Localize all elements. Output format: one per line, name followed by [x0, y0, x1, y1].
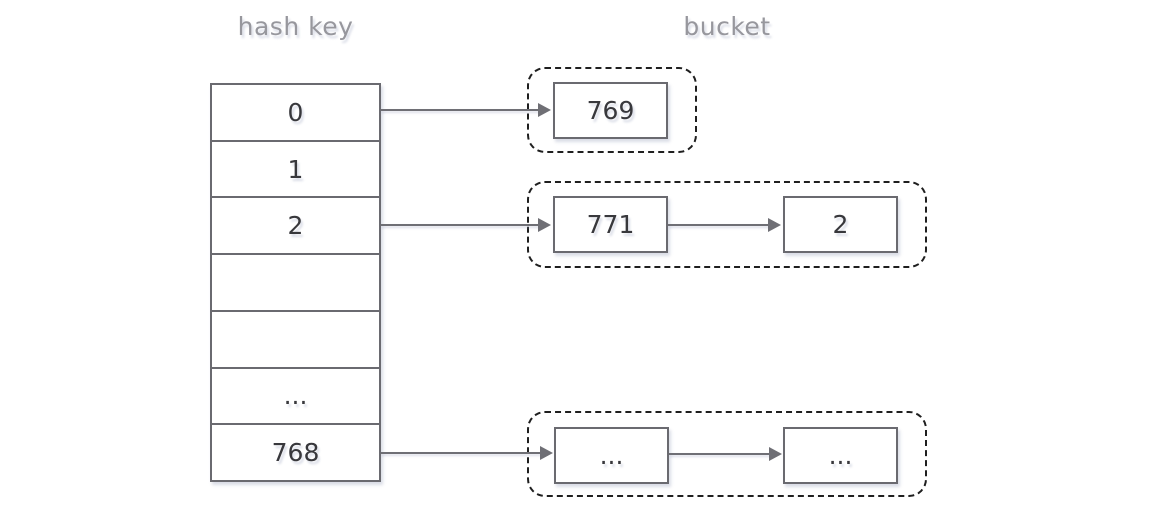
bucket-node-771: 771: [553, 196, 668, 253]
arrow-head-icon: [538, 218, 551, 232]
hash-cell-ellipsis: ...: [212, 366, 379, 424]
arrow-row2-to-bucket: [381, 218, 551, 232]
hash-cell-1: 1: [212, 139, 379, 197]
hash-key-table: 0 1 2 ... 768: [210, 83, 381, 482]
arrow-head-icon: [769, 447, 782, 461]
hash-cell-2: 2: [212, 196, 379, 253]
bucket-row-0: 769: [527, 67, 697, 153]
hash-cell-3: [212, 253, 379, 310]
bucket-row-768: ... ...: [527, 411, 927, 497]
arrow-node-dots-to-dots: [669, 447, 782, 461]
arrow-head-icon: [538, 103, 551, 117]
bucket-row-2: 771 2: [527, 181, 927, 268]
arrow-row0-to-bucket: [381, 103, 551, 117]
hash-cell-0: 0: [287, 97, 304, 127]
bucket-label: bucket: [683, 12, 771, 41]
bucket-node-769: 769: [553, 82, 668, 139]
arrow-head-icon: [768, 218, 781, 232]
hash-cell-768: 768: [212, 423, 379, 480]
arrow-node-771-to-2: [668, 218, 781, 232]
hash-cell-4: [212, 309, 379, 367]
bucket-node-ellipsis-2: ...: [783, 427, 898, 484]
hash-key-label: hash key: [237, 12, 354, 41]
bucket-node-ellipsis-1: ...: [554, 427, 669, 484]
arrow-head-icon: [540, 446, 553, 460]
bucket-node-2: 2: [783, 196, 898, 253]
arrow-row768-to-bucket: [381, 446, 553, 460]
